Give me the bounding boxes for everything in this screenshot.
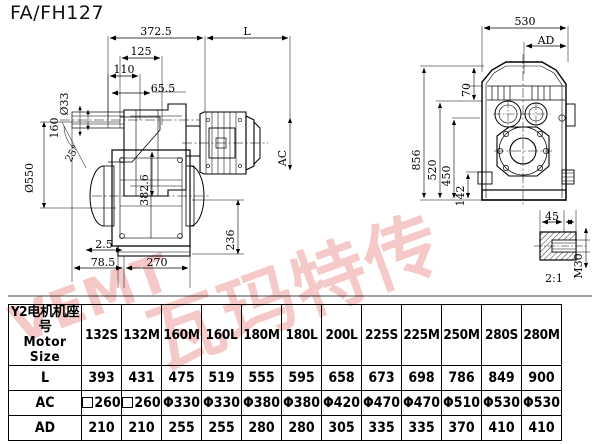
table-col-motor-size: 280S — [481, 303, 522, 367]
dim-dia-33: Ø33 — [58, 92, 71, 115]
cell-L: 673 — [361, 365, 402, 392]
dim-450: 450 — [440, 166, 453, 187]
row-label-AD: AD — [8, 415, 82, 442]
cell-AC: Φ330 — [201, 390, 242, 417]
cell-AC: Φ530 — [481, 390, 522, 417]
table-col-motor-size: 280M — [521, 303, 562, 367]
dim-110: 110 — [114, 63, 135, 76]
square-section-icon — [122, 397, 134, 409]
table-header-row: Y2电机机座号 Motor Size 132S 132M 160M 160L 1… — [8, 303, 562, 367]
dim-70: 70 — [460, 83, 473, 97]
cell-L: 786 — [441, 365, 482, 392]
row-label-AC: AC — [8, 390, 82, 417]
dim-AC: AC — [276, 150, 289, 167]
table-col-motor-size: 225S — [361, 303, 402, 367]
cell-L: 658 — [321, 365, 362, 392]
cell-AD: 410 — [481, 415, 522, 442]
dim-125: 125 — [131, 45, 152, 58]
cell-L: 475 — [161, 365, 202, 392]
table-row: AC 260 260 Φ330 Φ330 Φ380 Φ380 Φ420 Φ470… — [8, 390, 562, 417]
cell-L: 519 — [201, 365, 242, 392]
table-col-motor-size: 180L — [281, 303, 322, 367]
table-header-label: Y2电机机座号 Motor Size — [8, 303, 82, 367]
table-col-motor-size: 160M — [161, 303, 202, 367]
table-header-label-cn: Y2电机机座号 — [10, 304, 80, 336]
dim-65-5: 65.5 — [151, 82, 176, 95]
dim-142: 142 — [454, 186, 467, 207]
table-col-motor-size: 160L — [201, 303, 242, 367]
cell-AD: 210 — [121, 415, 162, 442]
table-col-motor-size: 180M — [241, 303, 282, 367]
table-header-label-en: Motor Size — [23, 334, 67, 366]
dim-78-5: 78.5 — [91, 256, 116, 269]
cell-AD: 370 — [441, 415, 482, 442]
page-title: FA/FH127 — [10, 2, 105, 24]
cell-AD: 335 — [401, 415, 442, 442]
dim-236: 236 — [224, 230, 237, 251]
table-row: L 393 431 475 519 555 595 658 673 698 78… — [8, 365, 562, 392]
dim-45: 45 — [545, 210, 559, 223]
cell-AC: Φ530 — [521, 390, 562, 417]
cell-L: 698 — [401, 365, 442, 392]
cell-AC: Φ380 — [241, 390, 282, 417]
row-label-L: L — [8, 365, 82, 392]
table-col-motor-size: 132S — [81, 303, 122, 367]
dim-dia-550: Ø550 — [23, 163, 36, 193]
dim-270: 270 — [147, 256, 168, 269]
dim-382-6: 382.6 — [138, 174, 151, 206]
dim-M30: M30 — [572, 253, 585, 278]
cell-AD: 255 — [161, 415, 202, 442]
motor-size-table: Y2电机机座号 Motor Size 132S 132M 160M 160L 1… — [8, 303, 562, 442]
dim-856: 856 — [410, 150, 423, 171]
cell-AC: 260 — [81, 390, 122, 417]
cell-L: 849 — [481, 365, 522, 392]
cell-AD: 305 — [321, 415, 362, 442]
cell-L: 555 — [241, 365, 282, 392]
cell-AC: Φ380 — [281, 390, 322, 417]
dim-530: 530 — [515, 15, 536, 28]
cell-AC: 260 — [121, 390, 162, 417]
dim-L: L — [243, 25, 251, 38]
cell-AC: Φ470 — [401, 390, 442, 417]
scale-note: 2:1 — [545, 272, 563, 285]
table-col-motor-size: 200L — [321, 303, 362, 367]
cell-AD: 280 — [281, 415, 322, 442]
cell-AD: 210 — [81, 415, 122, 442]
cell-L: 393 — [81, 365, 122, 392]
dim-372-5: 372.5 — [140, 25, 172, 38]
cell-AC: Φ470 — [361, 390, 402, 417]
dim-25-deg: 25° — [64, 143, 82, 164]
cell-L: 900 — [521, 365, 562, 392]
dim-AD: AD — [537, 34, 555, 47]
cell-AD: 410 — [521, 415, 562, 442]
dim-2-5: 2.5 — [95, 238, 113, 251]
table-col-motor-size: 225M — [401, 303, 442, 367]
cell-AC: Φ420 — [321, 390, 362, 417]
cell-AC: Φ510 — [441, 390, 482, 417]
table-col-motor-size: 132M — [121, 303, 162, 367]
square-section-icon — [82, 397, 94, 409]
dim-520: 520 — [426, 160, 439, 181]
table-col-motor-size: 250M — [441, 303, 482, 367]
table-row: AD 210 210 255 255 280 280 305 335 335 3… — [8, 415, 562, 442]
cell-L: 595 — [281, 365, 322, 392]
dim-160: 160 — [48, 118, 61, 139]
technical-drawing: 372.5 L 125 110 65.5 78.5 270 2.5 530 AD… — [8, 15, 592, 297]
cell-AD: 335 — [361, 415, 402, 442]
cell-AD: 255 — [201, 415, 242, 442]
cell-AC: Φ330 — [161, 390, 202, 417]
cell-AD: 280 — [241, 415, 282, 442]
cell-L: 431 — [121, 365, 162, 392]
